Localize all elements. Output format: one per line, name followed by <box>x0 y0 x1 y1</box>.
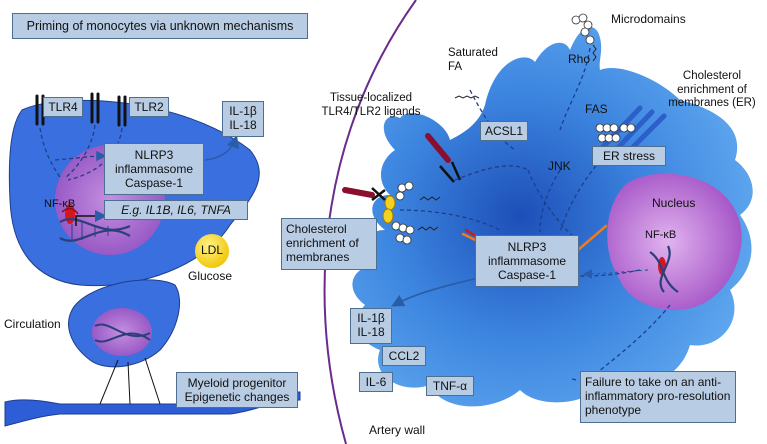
nlrp3-label: NLRP3 <box>134 148 174 162</box>
er-stress-box: ER stress <box>592 146 666 166</box>
fas-label: FAS <box>585 102 608 116</box>
chol-er-line1: Cholesterol <box>682 70 742 82</box>
tnfa-box: TNF-α <box>426 376 474 396</box>
il6-box: IL-6 <box>359 372 393 392</box>
lipid-tails <box>417 44 597 231</box>
chol-mem-line3: membranes <box>286 250 350 264</box>
macrophage-nucleus <box>607 173 742 311</box>
failure-box: Failure to take on an anti- inflammatory… <box>580 371 736 423</box>
chol-er-line3: membranes (ER) <box>668 97 756 109</box>
rho-label: Rho <box>568 52 591 66</box>
tlr4-label: TLR4 <box>43 97 83 117</box>
saturated-fa-label: Saturated FA <box>448 47 498 74</box>
tissue-ligands-line2: TLR4/TLR2 ligands <box>321 105 421 118</box>
acsl1-box: ACSL1 <box>480 121 528 141</box>
nlrp3-label-right: NLRP3 <box>507 240 547 254</box>
caspase-label-right: Caspase-1 <box>497 268 557 282</box>
receptor-yellow-a <box>384 195 396 211</box>
nucleus-label: Nucleus <box>652 196 696 210</box>
chol-mem-line1: Cholesterol <box>286 222 347 236</box>
tlr-ligand-receptor-b <box>425 133 462 183</box>
nfkb-label-right: NF-κB <box>645 229 677 241</box>
cholesterol-chains <box>391 13 636 245</box>
ccl2-box: CCL2 <box>382 346 426 366</box>
ldl-label: LDL <box>200 243 223 257</box>
chol-er-line2: enrichment of <box>677 83 747 96</box>
saturated-line2: FA <box>448 60 463 73</box>
inflammasome-label-right: inflammasome <box>487 254 567 268</box>
jnk-label: JNK <box>548 159 571 173</box>
dna-left <box>59 218 131 242</box>
blood-vessel <box>4 391 301 427</box>
priming-title-box: Priming of monocytes via unknown mechani… <box>12 13 308 39</box>
tlr2-label: TLR2 <box>129 97 169 117</box>
nfkb-label-left: NF-κB <box>44 198 76 210</box>
dna-right <box>649 245 679 293</box>
chol-membranes-box: Cholesterol enrichment of membranes <box>281 218 377 270</box>
circulation-label: Circulation <box>4 317 61 331</box>
saturated-line1: Saturated <box>448 47 498 59</box>
failure-line3: phenotype <box>585 403 642 417</box>
chol-mem-line2: enrichment of <box>286 236 359 250</box>
caspase-label: Caspase-1 <box>124 176 184 190</box>
nlrp3-box-right: NLRP3 inflammasome Caspase-1 <box>475 235 579 287</box>
artery-wall-divider <box>323 0 417 444</box>
macrophage-cell <box>352 26 753 407</box>
failure-line1: Failure to take on an anti- <box>585 375 722 389</box>
tissue-ligands-label: Tissue-localized TLR4/TLR2 ligands <box>316 92 426 119</box>
tissue-ligands-line1: Tissue-localized <box>329 92 413 104</box>
il18-label: IL-18 <box>229 118 257 132</box>
il1b-label-right: IL-1β <box>357 311 385 325</box>
artery-wall-label: Artery wall <box>369 423 426 437</box>
epigenetic-label: Epigenetic changes <box>184 390 290 404</box>
chol-er-label: Cholesterol enrichment of membranes (ER) <box>660 70 764 111</box>
myeloid-label: Myeloid progenitor <box>187 376 287 390</box>
nlrp3-box-left: NLRP3 inflammasome Caspase-1 <box>104 143 204 195</box>
il1b-il18-box-right: IL-1β IL-18 <box>350 308 392 344</box>
genes-box: E.g. IL1B, IL6, TNFA <box>104 200 248 220</box>
tlr-ligand-receptor-a <box>342 187 386 201</box>
myeloid-box: Myeloid progenitor Epigenetic changes <box>176 372 298 408</box>
ldl-particle <box>195 234 229 268</box>
receptor-yellow-b <box>382 208 394 224</box>
il18-label-right: IL-18 <box>357 325 385 339</box>
tlr2-receptor-b <box>117 95 127 127</box>
failure-line2: inflammatory pro-resolution <box>585 389 731 403</box>
tlr2-receptor-a <box>90 92 100 124</box>
il1b-label: IL-1β <box>229 104 257 118</box>
il1b-il18-box-left: IL-1β IL-18 <box>222 101 264 137</box>
nfkb-marker-right <box>658 257 666 275</box>
glucose-label: Glucose <box>188 269 233 283</box>
inflammasome-label: inflammasome <box>114 162 194 176</box>
microdomains-label: Microdomains <box>611 12 686 26</box>
